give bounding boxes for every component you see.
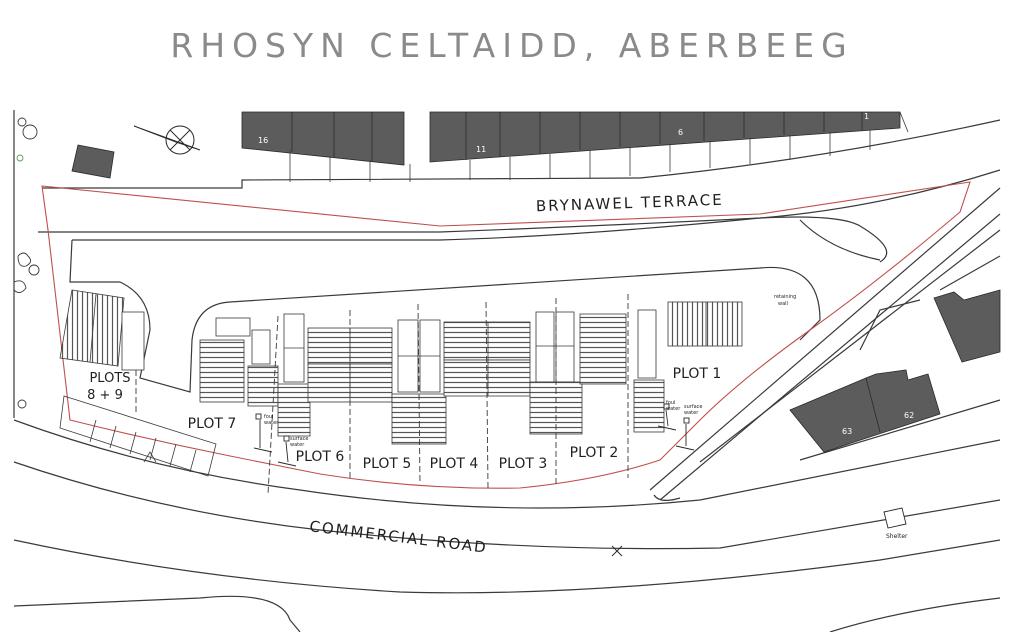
plot-label-8-9-line1: PLOTS	[89, 371, 130, 386]
plot-6-building	[277, 313, 311, 437]
house-number-62: 62	[904, 411, 914, 420]
foul-water-note-1-line2: water	[264, 420, 279, 426]
plan-title: RHOSYN CELTAIDD, ABERBEEG	[170, 26, 854, 65]
terrace-garden-lines	[289, 111, 909, 182]
plot-label-1: PLOT 1	[673, 366, 722, 382]
outbuilding	[71, 144, 115, 179]
surface-water-note-1-line1: surface	[290, 436, 308, 442]
house-number-1: 1	[864, 112, 869, 121]
foul-water-note-2-line1: foul	[666, 400, 675, 406]
plot-1-building	[633, 301, 743, 433]
plot-label-4: PLOT 4	[430, 456, 479, 472]
road-lines	[13, 110, 1001, 632]
plot-dividers	[135, 294, 629, 495]
plot-4-building	[391, 319, 447, 445]
shelter-label: Shelter	[886, 533, 908, 540]
house-number-11: 11	[476, 145, 486, 154]
plot-label-5: PLOT 5	[363, 456, 412, 472]
commercial-road-houses	[789, 289, 1001, 453]
foul-water-note-1-line1: foul	[264, 414, 273, 420]
road-cross-marker	[611, 545, 623, 557]
plots-8-9-buildings	[59, 289, 145, 371]
parking-bays	[59, 395, 217, 477]
house-number-6: 6	[678, 128, 683, 137]
plot-label-3: PLOT 3	[499, 456, 548, 472]
plot-label-2: PLOT 2	[570, 445, 619, 461]
plot-2-building	[529, 311, 627, 435]
surface-water-note-1-line2: water	[290, 442, 305, 448]
road-label-brynawel-terrace: BRYNAWEL TERRACE	[536, 191, 724, 216]
retaining-wall-note-line2: wall	[778, 301, 788, 307]
brynawel-terrace-houses	[241, 111, 901, 166]
site-boundary	[41, 181, 971, 489]
plot-label-8-9-line2: 8 + 9	[87, 388, 123, 403]
house-number-16: 16	[258, 136, 268, 145]
drainage-markers	[253, 403, 695, 467]
plot-label-6: PLOT 6	[296, 449, 345, 465]
plot-7-building	[199, 317, 279, 407]
surface-water-note-2-line1: surface	[684, 404, 702, 410]
surface-water-note-2-line2: water	[684, 410, 699, 416]
north-arrow-icon	[133, 125, 201, 155]
road-label-commercial-road: COMMERCIAL ROAD	[308, 517, 488, 557]
tree-icon	[13, 117, 40, 409]
plot-label-7: PLOT 7	[188, 416, 237, 432]
retaining-wall-note-line1: retaining	[774, 294, 796, 300]
house-number-63: 63	[842, 427, 852, 436]
foul-water-note-2-line2: water	[666, 406, 681, 412]
bus-shelter-icon	[883, 507, 907, 529]
